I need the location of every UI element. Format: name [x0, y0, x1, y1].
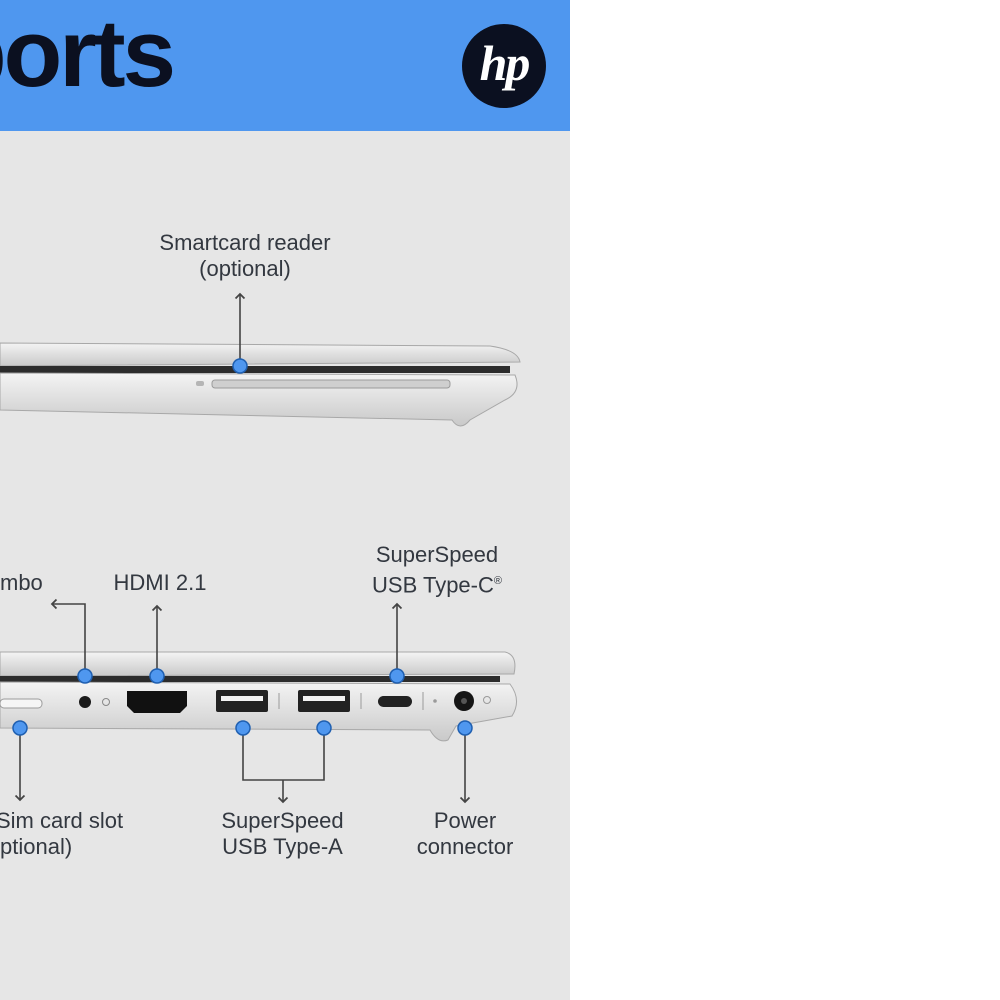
- usb-c-label: SuperSpeed USB Type-C®: [372, 542, 502, 598]
- laptop-diagram: [0, 292, 521, 804]
- audio-jack-port: [79, 696, 91, 708]
- laptop-side-view-top: [0, 292, 521, 427]
- power-icon: [483, 696, 491, 704]
- laptop-side-view-bottom: [0, 598, 517, 804]
- combo-jack-marker: [77, 668, 93, 684]
- hp-logo: hp: [462, 24, 546, 108]
- page-title: ports: [0, 0, 176, 107]
- usb-a-bracket: [242, 728, 325, 781]
- power-marker: [457, 720, 473, 736]
- charge-icon: [433, 699, 437, 703]
- usb-a-marker-1: [235, 720, 251, 736]
- header-bar: ports hp: [0, 0, 570, 131]
- hp-logo-text: hp: [479, 35, 531, 91]
- smartcard-label: Smartcard reader (optional): [159, 230, 331, 281]
- hdmi-label: HDMI 2.1: [113, 570, 207, 595]
- ports-infographic: ports hp: [0, 0, 570, 1000]
- usb-a-label: SuperSpeed USB Type-A: [221, 808, 344, 859]
- combo-jack-leader-line: [50, 598, 86, 676]
- hdmi-marker: [149, 668, 165, 684]
- sim-card-label: Sim card slot ptional): [0, 808, 124, 859]
- usb-a-marker-2: [316, 720, 332, 736]
- smartcard-slot: [211, 379, 451, 389]
- sim-card-slot-port: [0, 698, 43, 709]
- smartcard-marker: [232, 358, 248, 374]
- combo-jack-label: mbo: [0, 570, 43, 595]
- usb-c-marker: [389, 668, 405, 684]
- power-connector-label: Power connector: [416, 808, 514, 859]
- sim-marker: [12, 720, 28, 736]
- hdmi-port: [127, 691, 187, 713]
- headphone-icon: [102, 698, 110, 706]
- usb-c-port: [378, 696, 412, 707]
- slot-indicator-icon: [196, 381, 204, 386]
